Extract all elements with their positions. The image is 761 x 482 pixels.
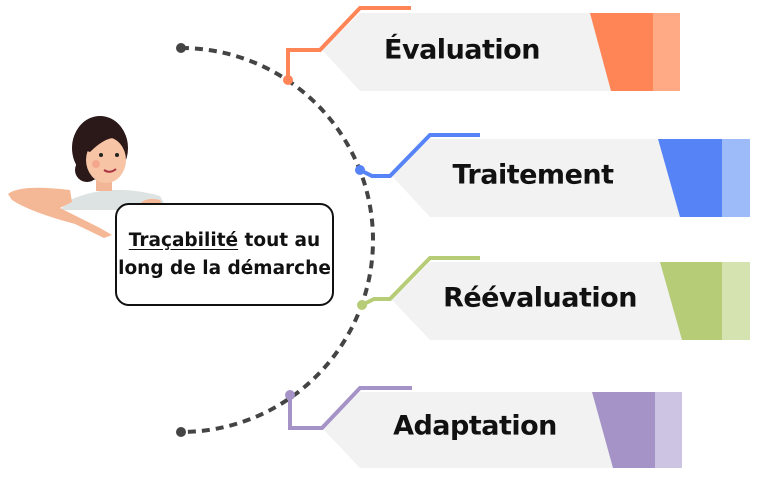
shape <box>115 153 119 157</box>
callout-text: tout au long de la démarche <box>118 229 331 279</box>
shape <box>653 13 680 91</box>
callout-underlined-text: Traçabilité <box>128 229 239 251</box>
step-label: Adaptation <box>393 411 557 442</box>
shape <box>283 75 293 85</box>
shape <box>288 386 412 430</box>
traceability-callout: Traçabilité tout au long de la démarche <box>115 203 334 306</box>
step-reevaluation: Réévaluation <box>357 256 750 340</box>
step-label: Évaluation <box>384 34 540 66</box>
shape <box>392 139 750 217</box>
shape <box>359 133 480 178</box>
shape <box>286 6 411 80</box>
shape <box>322 392 682 468</box>
arc-end-dot <box>176 427 186 437</box>
shape <box>86 137 126 183</box>
shape <box>658 139 722 217</box>
shape <box>357 300 367 310</box>
shape <box>99 153 103 157</box>
shape <box>722 262 750 340</box>
shape <box>103 168 117 173</box>
shape <box>361 256 480 307</box>
shape <box>355 165 365 175</box>
shape <box>590 13 653 91</box>
arc-start-dot <box>176 43 186 53</box>
step-adaptation: Adaptation <box>285 386 682 468</box>
shape <box>8 187 112 238</box>
shape <box>592 392 655 468</box>
shape <box>655 392 682 468</box>
shape <box>392 262 750 340</box>
step-label: Traitement <box>452 160 614 191</box>
shape <box>92 160 100 168</box>
step-traitement: Traitement <box>355 133 750 217</box>
step-label: Réévaluation <box>443 283 637 314</box>
shape <box>722 139 750 217</box>
shape <box>285 390 295 400</box>
shape <box>84 132 124 152</box>
timeline-arc <box>180 46 375 434</box>
step-evaluation: Évaluation <box>283 6 680 91</box>
shape <box>322 13 680 91</box>
shape <box>660 262 722 340</box>
